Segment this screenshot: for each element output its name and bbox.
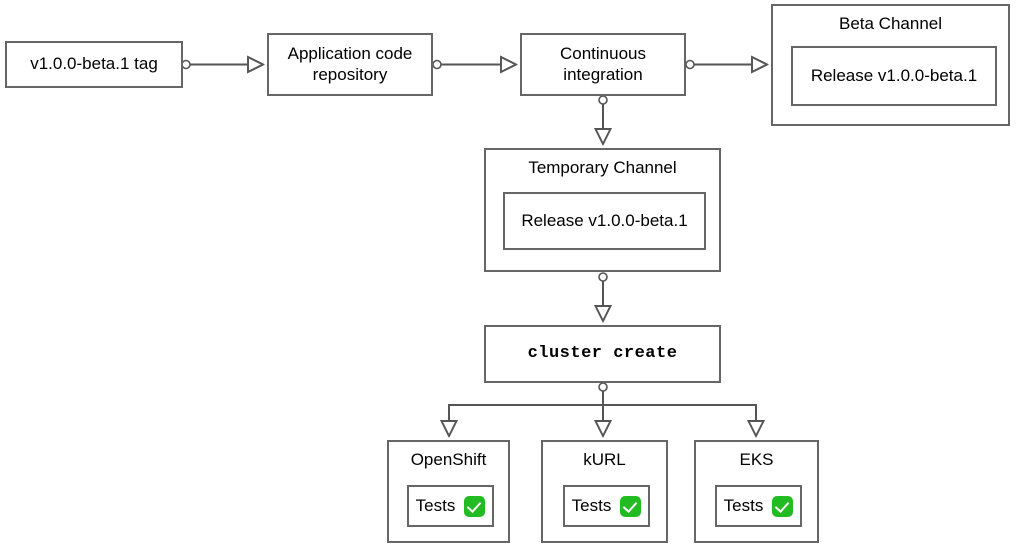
check-mark-button-icon [620, 495, 642, 517]
node-openshift-tests[interactable]: Tests [407, 485, 494, 527]
check-mark-button-icon [772, 495, 794, 517]
kurl-tests-label: Tests [571, 495, 612, 515]
kurl-tests-inner: Tests [571, 495, 642, 517]
check-mark-button-icon [464, 495, 486, 517]
node-application-code-repository[interactable]: Application code repository [267, 33, 433, 96]
container-beta-channel[interactable]: Beta Channel Release v1.0.0-beta.1 [771, 4, 1010, 126]
eks-tests-label: Tests [723, 495, 764, 515]
node-continuous-integration[interactable]: Continuous integration [520, 33, 686, 96]
openshift-tests-inner: Tests [415, 495, 486, 517]
node-beta-channel-release[interactable]: Release v1.0.0-beta.1 [791, 46, 997, 106]
container-eks[interactable]: EKS Tests [694, 440, 819, 543]
node-version-tag[interactable]: v1.0.0-beta.1 tag [5, 41, 183, 88]
container-temporary-channel[interactable]: Temporary Channel Release v1.0.0-beta.1 [484, 148, 721, 272]
node-continuous-integration-label: Continuous integration [559, 43, 646, 84]
openshift-tests-label: Tests [415, 495, 456, 515]
node-cluster-create-command-label: cluster create [527, 343, 678, 363]
container-beta-channel-title: Beta Channel [838, 14, 943, 33]
node-temporary-channel-release[interactable]: Release v1.0.0-beta.1 [503, 192, 706, 250]
node-beta-channel-release-label: Release v1.0.0-beta.1 [810, 65, 978, 85]
node-kurl-tests[interactable]: Tests [563, 485, 650, 527]
container-openshift-title: OpenShift [410, 450, 487, 469]
node-temporary-channel-release-label: Release v1.0.0-beta.1 [521, 210, 688, 230]
container-temporary-channel-title: Temporary Channel [528, 158, 677, 177]
container-eks-title: EKS [739, 450, 774, 469]
eks-tests-inner: Tests [723, 495, 794, 517]
container-kurl[interactable]: kURL Tests [541, 440, 668, 543]
node-eks-tests[interactable]: Tests [715, 485, 802, 527]
container-openshift[interactable]: OpenShift Tests [387, 440, 510, 543]
node-version-tag-label: v1.0.0-beta.1 tag [30, 54, 158, 74]
container-kurl-title: kURL [583, 450, 626, 469]
node-cluster-create-command[interactable]: cluster create [484, 325, 721, 383]
node-application-code-repository-label: Application code repository [287, 43, 413, 84]
